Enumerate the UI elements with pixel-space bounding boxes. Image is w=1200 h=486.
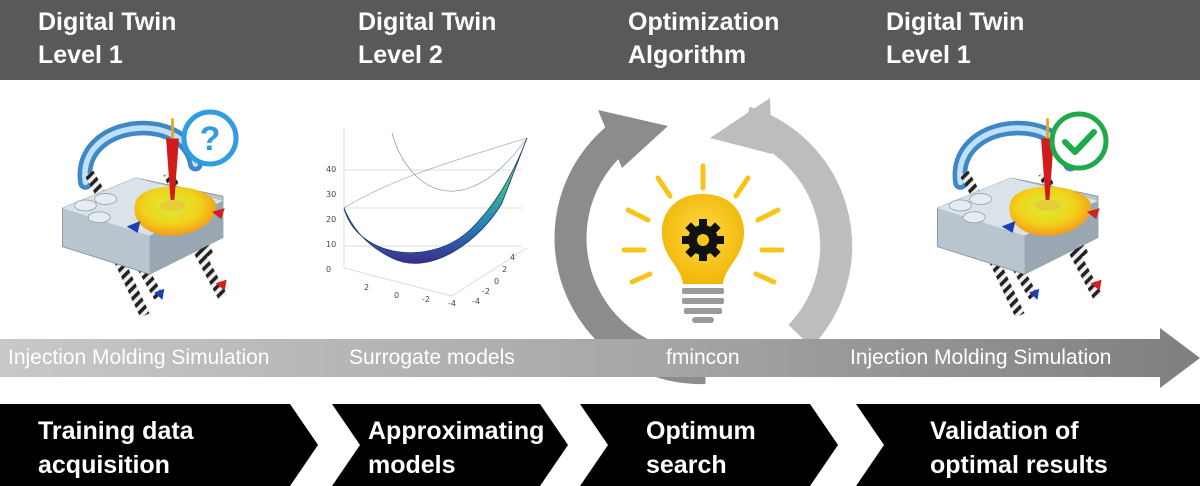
level-title-1-line1: Digital Twin <box>38 8 177 36</box>
z-tick: 30 <box>326 190 336 199</box>
check-circle-icon <box>1049 111 1109 171</box>
step-label-4-line1: Validation of <box>930 417 1079 445</box>
step-chevron-4 <box>856 404 1200 486</box>
y-tick: 0 <box>494 277 499 286</box>
x-tick: 2 <box>364 283 369 292</box>
tool-label-2: Surrogate models <box>349 346 515 369</box>
level-title-2-line1: Digital Twin <box>358 8 497 36</box>
y-tick: 2 <box>502 265 507 274</box>
step-label-4-line2: optimal results <box>930 451 1108 479</box>
level-title-3: Optimization Algorithm <box>628 6 779 72</box>
step-label-1-line1: Training data <box>38 417 194 445</box>
tool-label-3: fmincon <box>666 346 740 369</box>
tool-label-1: Injection Molding Simulation <box>8 346 270 369</box>
step-chevron-2 <box>332 404 568 486</box>
header-bar <box>0 0 1200 80</box>
step-label-2: Approximating models <box>368 414 544 482</box>
question-circle-icon: ? <box>181 109 239 167</box>
level-title-4: Digital Twin Level 1 <box>886 6 1024 72</box>
x-tick: 0 <box>394 291 399 300</box>
tool-label-4: Injection Molding Simulation <box>850 346 1112 369</box>
level-title-2: Digital Twin Level 2 <box>358 6 496 72</box>
step-label-3: Optimum search <box>646 414 756 482</box>
step-label-3-line2: search <box>646 451 727 479</box>
step-chevron-1 <box>0 404 318 486</box>
step-label-2-line2: models <box>368 451 456 479</box>
step-label-1-line2: acquisition <box>38 451 170 479</box>
step-label-3-line1: Optimum <box>646 417 756 445</box>
level-title-4-line2: Level 1 <box>886 41 971 69</box>
level-title-3-line1: Optimization <box>628 8 780 36</box>
z-tick: 0 <box>326 265 331 274</box>
step-label-1: Training data acquisition <box>38 414 194 482</box>
level-title-4-line1: Digital Twin <box>886 8 1025 36</box>
level-title-3-line2: Algorithm <box>628 41 747 69</box>
z-tick: 10 <box>326 240 336 249</box>
lightbulb-gear-icon <box>621 163 785 323</box>
surface-plot: 40 30 20 10 0 2 0 -2 -4 4 2 0 -2 -4 <box>326 128 528 308</box>
y-tick: 4 <box>510 253 515 262</box>
level-title-1-line2: Level 1 <box>38 41 123 69</box>
svg-text:?: ? <box>200 120 221 158</box>
x-tick: -2 <box>422 295 430 304</box>
step-chevrons <box>0 404 1200 486</box>
step-chevron-3 <box>580 404 838 486</box>
step-label-2-line1: Approximating <box>368 417 545 445</box>
y-tick: -2 <box>482 287 490 296</box>
z-tick: 20 <box>326 215 336 224</box>
level-title-2-line2: Level 2 <box>358 41 443 69</box>
y-tick: -4 <box>472 297 480 306</box>
level-title-1: Digital Twin Level 1 <box>38 6 176 72</box>
process-arrow <box>0 328 1200 388</box>
x-tick: -4 <box>448 299 456 308</box>
step-label-4: Validation of optimal results <box>930 414 1108 482</box>
z-tick: 40 <box>326 165 336 174</box>
